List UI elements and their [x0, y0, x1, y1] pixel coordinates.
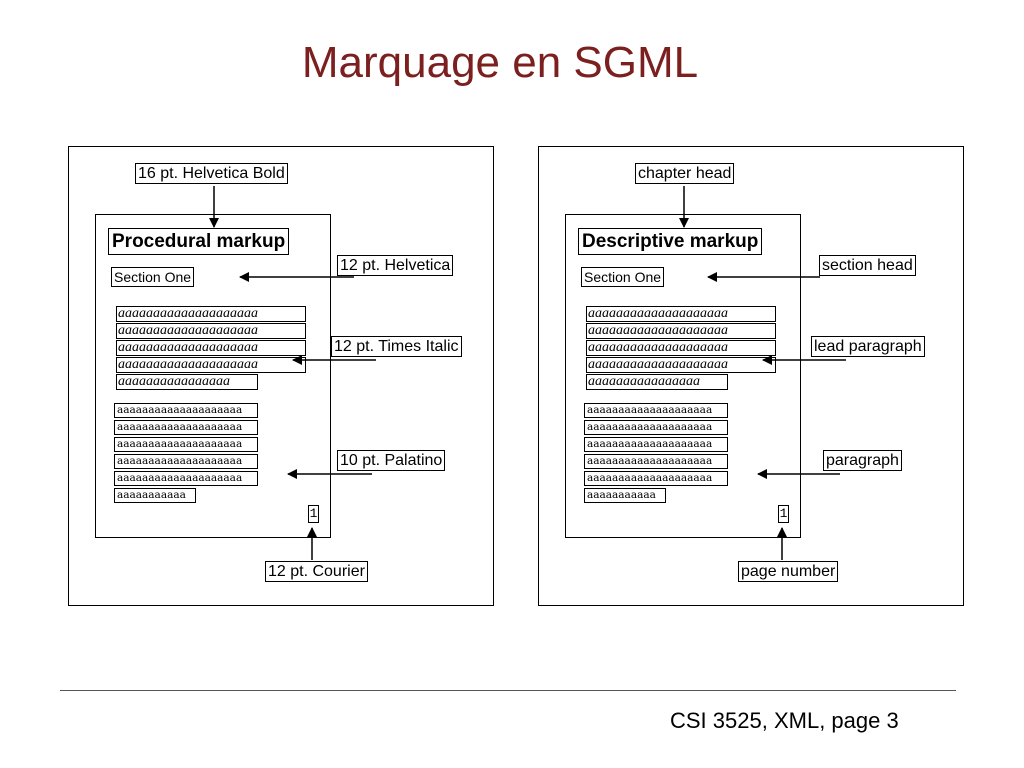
procedural-panel: 16 pt. Helvetica Bold 12 pt. Helvetica 1… — [68, 146, 494, 606]
lead-line: aaaaaaaaaaaaaaaaaaaa — [116, 323, 306, 339]
lead-line: aaaaaaaaaaaaaaaaaaaa — [116, 340, 306, 356]
lead-paragraph-label: lead paragraph — [811, 336, 925, 357]
paragraph-line: aaaaaaaaaaaaaaaaaaaa — [114, 471, 258, 486]
footer-text: CSI 3525, XML, page 3 — [670, 708, 899, 733]
section-heading: Section One — [111, 267, 195, 287]
paragraph-line: aaaaaaaaaaaaaaaaaaaa — [114, 454, 258, 469]
page-number: 1 — [308, 505, 319, 523]
lead-line: aaaaaaaaaaaaaaaaaaaa — [586, 323, 776, 339]
lead-line: aaaaaaaaaaaaaaaa — [586, 374, 728, 390]
paragraph-line: aaaaaaaaaaaaaaaaaaaa — [114, 403, 258, 418]
section-heading: Section One — [581, 267, 665, 287]
footer-divider — [60, 690, 956, 691]
paragraph-line: aaaaaaaaaaa — [114, 488, 196, 503]
lead-line: aaaaaaaaaaaaaaaaaaaa — [116, 357, 306, 373]
paragraph-line: aaaaaaaaaaaaaaaaaaaa — [584, 403, 728, 418]
paragraph-line: aaaaaaaaaaa — [584, 488, 666, 503]
page-number-font-label: 12 pt. Courier — [265, 561, 368, 582]
descriptive-panel: chapter head section head lead paragraph… — [538, 146, 964, 606]
paragraph-label: paragraph — [823, 450, 902, 471]
paragraph-line: aaaaaaaaaaaaaaaaaaaa — [114, 420, 258, 435]
lead-line: aaaaaaaaaaaaaaaa — [116, 374, 258, 390]
sample-page: Procedural markup Section One aaaaaaaaaa… — [95, 214, 331, 538]
paragraph-line: aaaaaaaaaaaaaaaaaaaa — [584, 420, 728, 435]
slide-title: Marquage en SGML — [301, 38, 699, 87]
lead-line: aaaaaaaaaaaaaaaaaaaa — [586, 306, 776, 322]
page-heading: Descriptive markup — [578, 228, 763, 255]
section-head-label: section head — [819, 255, 916, 276]
page-heading: Procedural markup — [108, 228, 290, 255]
section-font-label: 12 pt. Helvetica — [337, 255, 454, 276]
paragraph-font-label: 10 pt. Palatino — [337, 450, 446, 471]
heading-font-label: 16 pt. Helvetica Bold — [135, 163, 288, 184]
paragraph-line: aaaaaaaaaaaaaaaaaaaa — [114, 437, 258, 452]
paragraph-line: aaaaaaaaaaaaaaaaaaaa — [584, 454, 728, 469]
paragraph-line: aaaaaaaaaaaaaaaaaaaa — [584, 437, 728, 452]
chapter-head-label: chapter head — [635, 163, 735, 184]
sample-page: Descriptive markup Section One aaaaaaaaa… — [565, 214, 801, 538]
page-number: 1 — [778, 505, 789, 523]
lead-line: aaaaaaaaaaaaaaaaaaaa — [586, 340, 776, 356]
page-number-label: page number — [738, 561, 839, 582]
lead-line: aaaaaaaaaaaaaaaaaaaa — [116, 306, 306, 322]
paragraph-line: aaaaaaaaaaaaaaaaaaaa — [584, 471, 728, 486]
lead-font-label: 12 pt. Times Italic — [331, 336, 462, 357]
lead-line: aaaaaaaaaaaaaaaaaaaa — [586, 357, 776, 373]
